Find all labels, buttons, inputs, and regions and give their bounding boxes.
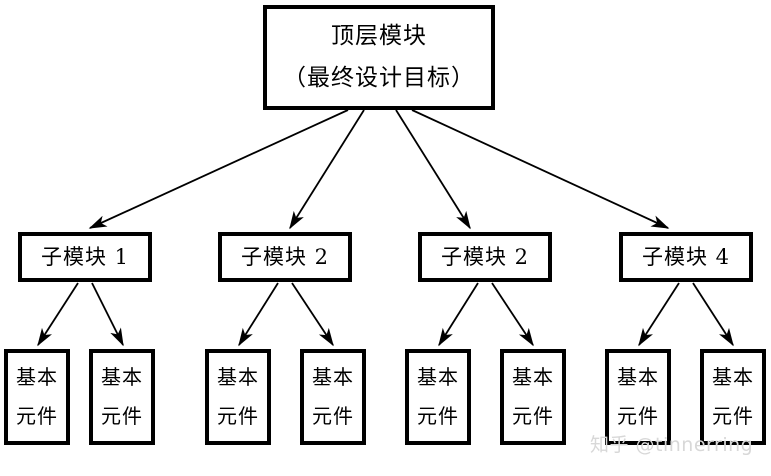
edge-root-to-sub-3 — [395, 109, 471, 230]
edge-sub-2-to-leaf-3 — [238, 282, 279, 347]
node-sub-module-3[interactable]: 子模块 2 — [418, 232, 552, 282]
node-top-module[interactable]: 顶层模块 （最终设计目标） — [263, 5, 495, 110]
node-sub-module-4[interactable]: 子模块 4 — [619, 232, 753, 282]
node-basic-element-7-line2: 元件 — [617, 404, 659, 428]
node-basic-element-4-line2: 元件 — [312, 404, 354, 428]
edge-root-to-sub-4 — [411, 109, 670, 229]
node-sub-module-2-label: 子模块 2 — [240, 244, 330, 269]
edge-sub-4-to-leaf-8 — [692, 282, 734, 347]
node-top-module-line2: （最终设计目标） — [283, 64, 475, 91]
node-basic-element-8[interactable]: 基本 元件 — [700, 349, 766, 445]
node-basic-element-6-line2: 元件 — [512, 404, 554, 428]
edge-sub-1-to-leaf-2 — [91, 282, 124, 347]
edge-root-to-sub-2 — [289, 109, 365, 230]
edge-sub-3-to-leaf-5 — [438, 282, 479, 347]
node-top-module-line1: 顶层模块 — [331, 23, 427, 50]
node-basic-element-2-line2: 元件 — [101, 404, 143, 428]
node-sub-module-1[interactable]: 子模块 1 — [18, 232, 152, 282]
watermark-text: 知乎 @tinnerring — [590, 434, 754, 456]
node-sub-module-3-label: 子模块 2 — [440, 244, 530, 269]
node-basic-element-1[interactable]: 基本 元件 — [4, 349, 70, 445]
node-basic-element-2-line1: 基本 — [101, 365, 143, 389]
edge-sub-4-to-leaf-7 — [638, 282, 680, 347]
node-basic-element-6-line1: 基本 — [512, 365, 554, 389]
node-basic-element-2[interactable]: 基本 元件 — [89, 349, 155, 445]
edge-sub-3-to-leaf-6 — [491, 282, 534, 347]
node-basic-element-7[interactable]: 基本 元件 — [605, 349, 671, 445]
edge-sub-1-to-leaf-1 — [37, 282, 79, 347]
node-basic-element-3[interactable]: 基本 元件 — [205, 349, 271, 445]
node-sub-module-2[interactable]: 子模块 2 — [218, 232, 352, 282]
node-basic-element-3-line2: 元件 — [217, 404, 259, 428]
node-basic-element-8-line1: 基本 — [712, 365, 754, 389]
node-basic-element-8-line2: 元件 — [712, 404, 754, 428]
node-basic-element-4[interactable]: 基本 元件 — [300, 349, 366, 445]
edge-root-to-sub-1 — [88, 109, 349, 229]
node-basic-element-4-line1: 基本 — [312, 365, 354, 389]
node-basic-element-5-line2: 元件 — [417, 404, 459, 428]
node-basic-element-6[interactable]: 基本 元件 — [500, 349, 566, 445]
node-basic-element-3-line1: 基本 — [217, 365, 259, 389]
node-basic-element-1-line1: 基本 — [16, 365, 58, 389]
edge-sub-2-to-leaf-4 — [291, 282, 334, 347]
node-basic-element-5-line1: 基本 — [417, 365, 459, 389]
node-sub-module-1-label: 子模块 1 — [40, 244, 130, 269]
node-sub-module-4-label: 子模块 4 — [641, 244, 731, 269]
node-basic-element-1-line2: 元件 — [16, 404, 58, 428]
node-basic-element-5[interactable]: 基本 元件 — [405, 349, 471, 445]
node-basic-element-7-line1: 基本 — [617, 365, 659, 389]
